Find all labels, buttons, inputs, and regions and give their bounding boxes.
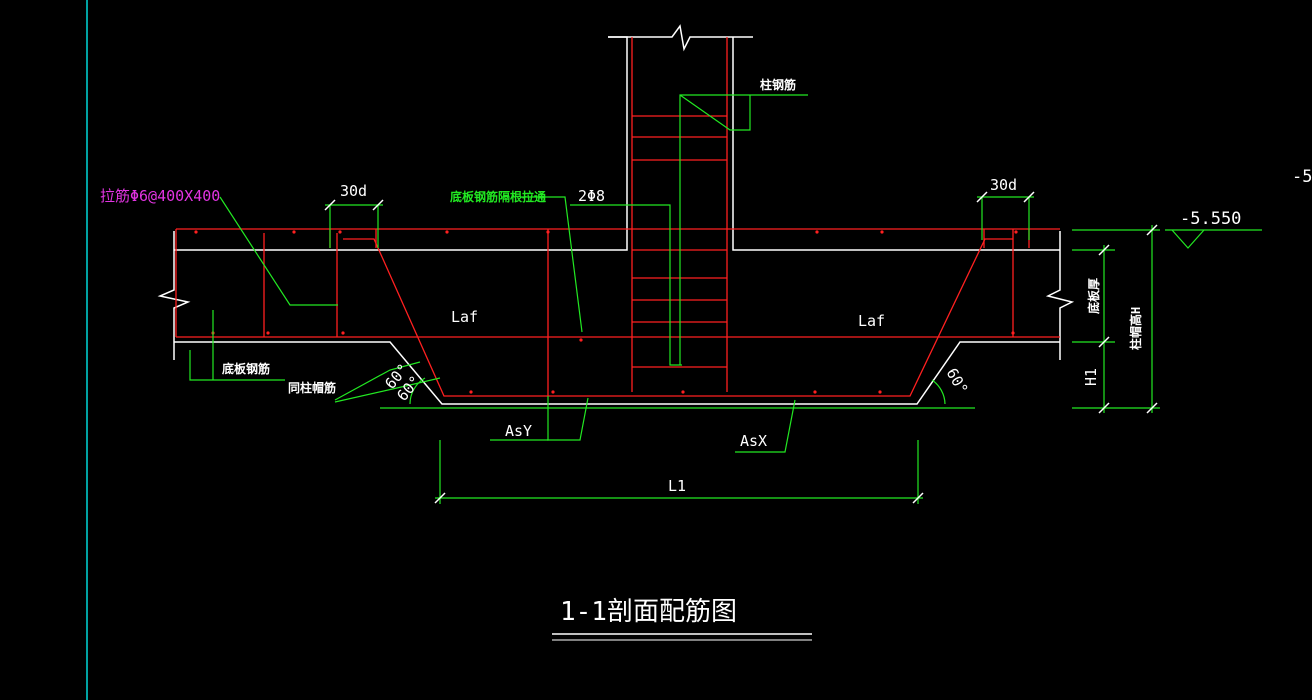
rebar-dots xyxy=(194,230,1018,394)
cap-height-label: 柱帽高H xyxy=(1128,307,1143,350)
tie-bar-label: 拉筋Φ6@400X400 xyxy=(100,187,220,205)
elevation-partial-label: -5 xyxy=(1292,167,1312,187)
dimension-ticks xyxy=(324,191,1158,504)
dim-30d-right-label: 30d xyxy=(990,176,1017,194)
laf-right-label: Laf xyxy=(858,312,885,330)
dim-30d-left-label: 30d xyxy=(340,182,367,200)
drawing-title: 1-1剖面配筋图 xyxy=(560,597,737,627)
asy-label: AsY xyxy=(505,422,532,440)
asx-label: AsX xyxy=(740,432,767,450)
l1-label: L1 xyxy=(668,477,686,495)
concrete-outline xyxy=(157,24,1075,405)
cap-rebar-label: 同柱帽筋 xyxy=(288,380,336,395)
bottom-slab-rebar-label: 底板钢筋 xyxy=(222,361,270,376)
h1-label: H1 xyxy=(1082,368,1100,386)
angle-right-label: 60° xyxy=(943,365,972,397)
column-rebar-label: 柱钢筋 xyxy=(760,77,796,92)
dimension-lines xyxy=(189,94,1262,504)
bottom-slab-through-label: 底板钢筋隔根拉通 xyxy=(450,189,546,204)
elevation-label: -5.550 xyxy=(1180,209,1241,229)
laf-left-label: Laf xyxy=(451,308,478,326)
two-phi8-label: 2Φ8 xyxy=(578,187,605,205)
slab-thickness-label: 底板厚 xyxy=(1086,278,1101,314)
